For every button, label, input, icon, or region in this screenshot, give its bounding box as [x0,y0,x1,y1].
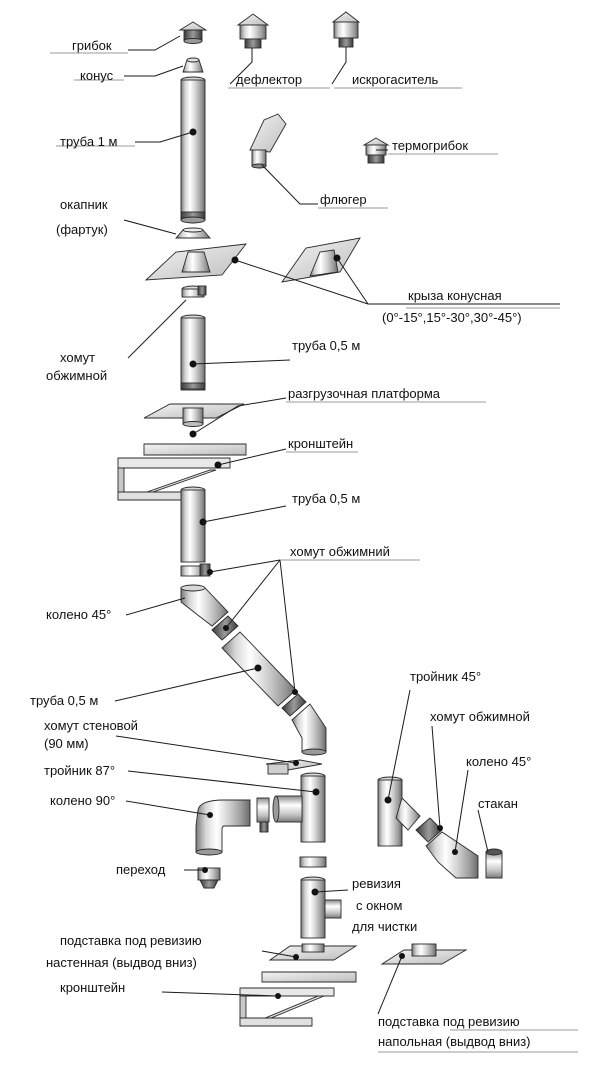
label-okapnik-2: (фартук) [56,222,108,237]
razgruzochnaya-platforma-part [143,403,245,438]
label-koleno-45-left: колено 45° [46,607,111,622]
label-truba-1m: труба 1 м [60,134,118,149]
kryza-left-part [144,243,248,281]
label-kryza-1: крыза конусная [408,288,502,303]
okapnik-part [175,227,211,239]
label-perekhod: переход [116,862,166,877]
label-podstavka-floor-1: подставка под ревизию [378,1014,520,1029]
label-troynik-45: тройник 45° [410,669,481,684]
label-fluger: флюгер [320,192,367,207]
perekhod-part [197,867,221,889]
fluger-part [249,113,287,169]
podstavka-wall-part [268,943,358,961]
label-razgruzochnaya: разгрузочная платформа [288,386,441,401]
label-khomut-stenovoy-1: хомут стеновой [44,718,138,733]
iskrogasitel-part [331,11,361,48]
konus-part [182,57,204,73]
leader-lines [114,35,560,1015]
label-stakan: стакан [478,796,518,811]
koleno-45-lower-part [291,703,327,756]
label-podstavka-wall-1: подставка под ревизию [60,933,202,948]
label-kronshtein-top: кронштейн [288,436,353,451]
stakan-part [485,848,503,879]
podstavka-floor-part [380,943,468,965]
kolco-part [299,856,327,868]
truba-05-diagonal-part [221,631,297,707]
label-reviziya-2: с окном [356,898,402,913]
troynik-45-part [377,776,421,847]
kronshtein-bottom-part [239,971,357,1027]
label-truba-05-mid: труба 0,5 м [292,491,360,506]
label-kronshtein-bottom: кронштейн [60,980,125,995]
label-troynik-87: тройник 87° [44,763,115,778]
khomut-mid-part [180,563,213,577]
label-podstavka-floor-2: напольная (выдвод вниз) [378,1034,531,1049]
koleno-45-left-part [180,584,229,627]
label-khomut-top-2: обжимной [46,368,107,383]
label-konus: конус [80,68,114,83]
label-iskrogasitel: искрогаситель [352,72,439,87]
truba-05-mid-part [180,486,207,563]
khomut-top-part [181,285,207,298]
label-khomut-obzhimniy: хомут обжимний [290,544,390,559]
labels: грибок конус дефлектор искрогаситель тру… [30,38,531,1049]
label-khomut-right: хомут обжимной [430,709,530,724]
label-kryza-2: (0°-15°,15°-30°,30°-45°) [382,310,522,325]
label-truba-05-low: труба 0,5 м [30,693,98,708]
label-khomut-top-1: хомут [60,350,95,365]
label-reviziya-1: ревизия [352,876,401,891]
label-koleno-45-right: колено 45° [466,754,531,769]
troynik-87-part [272,772,326,843]
reviziya-part [300,876,342,939]
label-gribok: грибок [72,38,112,53]
label-deflektor: дефлектор [236,72,302,87]
label-podstavka-wall-2: настенная (выдвод вниз) [46,955,197,970]
kronshtein-top-part [117,443,247,501]
khomut-small-part [256,797,270,833]
truba-05-top-part [180,314,206,391]
label-underlines [50,52,578,1053]
label-truba-05-top: труба 0,5 м [292,338,360,353]
koleno-90-part [195,799,251,856]
koleno-45-right-part [425,831,479,879]
deflektor-part [236,13,270,49]
truba-1m-part [180,76,206,224]
label-okapnik-1: окапник [60,197,108,212]
label-termogribok: термогрибок [392,138,468,153]
gribok-part [178,21,208,44]
khomut-stenovoy-part [265,759,323,775]
label-reviziya-3: для чистки [352,919,417,934]
kryza-right-part [281,237,361,283]
label-koleno-90: колено 90° [50,793,115,808]
label-khomut-stenovoy-2: (90 мм) [44,736,89,751]
